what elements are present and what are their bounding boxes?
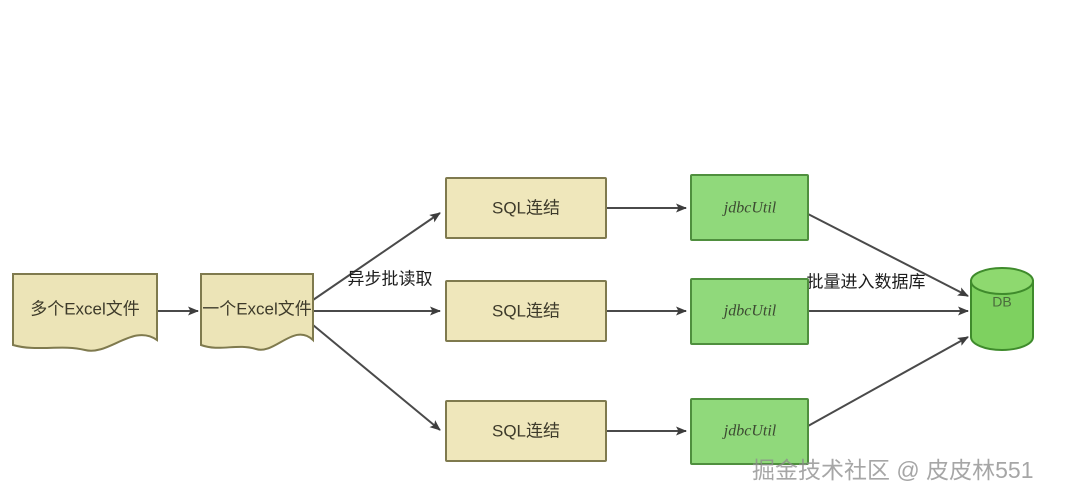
- edge-label-batch-into-db: 批量进入数据库: [807, 272, 926, 291]
- edges-layer: [158, 203, 969, 436]
- sql-bottom-label: SQL连结: [492, 421, 560, 440]
- database-cylinder-body: [970, 280, 1034, 351]
- node-sql-mid[interactable]: SQL连结: [445, 280, 607, 342]
- sql-top-shape: [445, 177, 607, 239]
- node-single-file[interactable]: 一个Excel文件: [200, 273, 314, 351]
- single-file-shape: [200, 273, 314, 351]
- edge-single-to-sql-bottom: [312, 324, 441, 431]
- edge-single-to-sql-top: [312, 212, 441, 301]
- edge-jdbcbottom-to-db: [807, 336, 969, 427]
- sql-top-label: SQL连结: [492, 198, 560, 217]
- jdbc-bottom-shape: [690, 398, 809, 465]
- sql-mid-shape: [445, 280, 607, 342]
- jdbc-mid-label: jdbcUtil: [722, 303, 777, 320]
- node-database[interactable]: DB: [970, 267, 1034, 351]
- sql-mid-label: SQL连结: [492, 301, 560, 320]
- node-jdbc-top[interactable]: jdbcUtil: [690, 174, 809, 241]
- edge-labels-layer: 异步批读取 批量进入数据库: [348, 269, 926, 291]
- database-label: DB: [992, 294, 1011, 310]
- source-files-shape: [12, 273, 158, 352]
- single-file-label: 一个Excel文件: [202, 299, 312, 318]
- node-jdbc-bottom[interactable]: jdbcUtil: [690, 398, 809, 465]
- database-cylinder-top: [970, 267, 1034, 295]
- jdbc-mid-shape: [690, 278, 809, 345]
- node-jdbc-mid[interactable]: jdbcUtil: [690, 278, 809, 345]
- watermark: 掘金技术社区 @ 皮皮林551: [752, 457, 1034, 483]
- jdbc-top-shape: [690, 174, 809, 241]
- edge-jdbctop-to-db: [807, 213, 969, 297]
- source-files-label: 多个Excel文件: [30, 299, 140, 318]
- edge-label-async-batch-read: 异步批读取: [348, 269, 433, 288]
- node-source-files[interactable]: 多个Excel文件: [12, 273, 158, 352]
- sql-bottom-shape: [445, 400, 607, 462]
- jdbc-top-label: jdbcUtil: [722, 200, 777, 217]
- node-sql-top[interactable]: SQL连结: [445, 177, 607, 239]
- jdbc-bottom-label: jdbcUtil: [722, 423, 777, 440]
- node-sql-bottom[interactable]: SQL连结: [445, 400, 607, 462]
